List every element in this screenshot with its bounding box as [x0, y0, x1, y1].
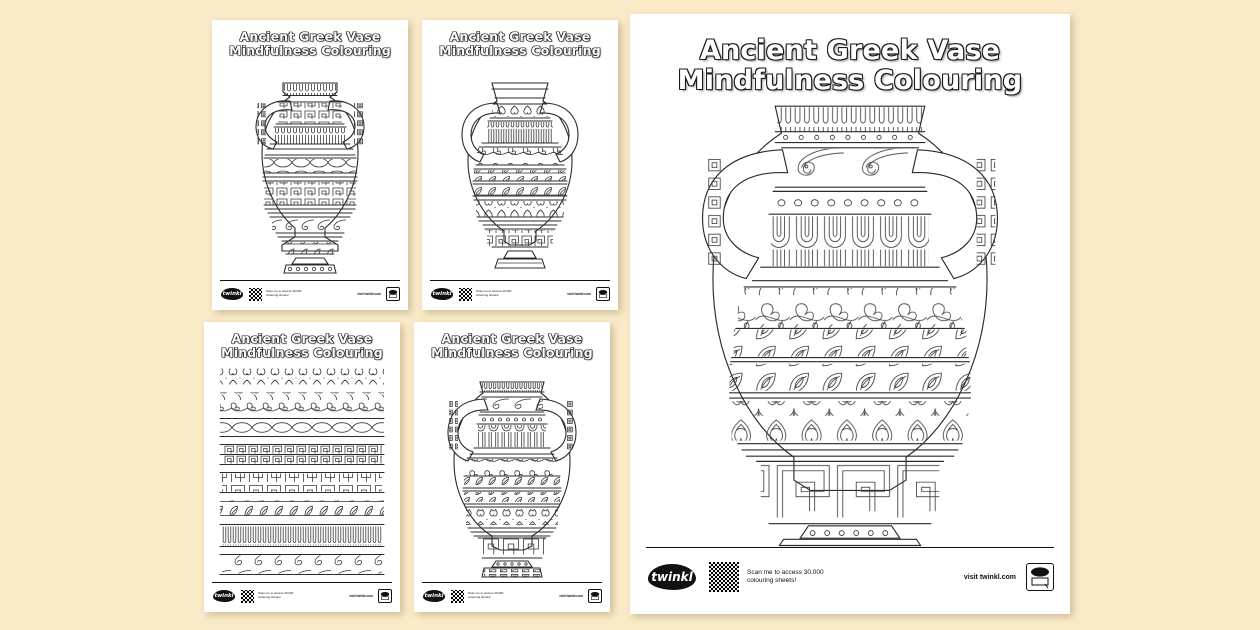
visit-twinkl-link[interactable]: visit twinkl.com [349, 594, 373, 598]
sheet-footer: twinkl Scan me to access 30,000 colourin… [212, 582, 392, 606]
thumbnail-sheet-2[interactable]: Ancient Greek Vase Mindfulness Colouring [422, 20, 618, 310]
twinkl-badge-icon [386, 287, 400, 301]
scan-line-1: Scan me to access 30,000 [476, 289, 512, 294]
hero-title: Ancient Greek Vase Mindfulness Colouring [630, 35, 1070, 97]
qr-code-icon[interactable] [708, 561, 740, 593]
visit-twinkl-link[interactable]: visit twinkl.com [559, 594, 583, 598]
thumbnail-sheet-3[interactable]: Ancient Greek Vase Mindfulness Colouring [204, 322, 400, 612]
twinkl-badge-icon [378, 589, 392, 603]
twinkl-badge-icon [596, 287, 610, 301]
thumbnail-sheet-1[interactable]: Ancient Greek Vase Mindfulness Colouring [212, 20, 408, 310]
scan-instruction-text: Scan me to access 30,000 colouring sheet… [476, 289, 512, 298]
sheet-title-line-2: Mindfulness Colouring [431, 345, 593, 360]
scan-instruction-text: Scan me to access 30,000 colouring sheet… [747, 569, 824, 585]
scan-instruction-text: Scan me to access 30,000 colouring sheet… [468, 591, 504, 600]
qr-code-icon[interactable] [450, 588, 465, 604]
vase-artwork-palmette-amphora [430, 60, 610, 280]
sheet-title: Ancient Greek Vase Mindfulness Colouring [422, 30, 618, 58]
twinkl-logo[interactable]: twinkl [423, 590, 445, 602]
scan-line-2: colouring sheets! [468, 595, 491, 599]
hero-title-line-2: Mindfulness Colouring [677, 65, 1023, 97]
scan-line-1: Scan me to access 30,000 [468, 591, 504, 596]
sheet-title-line-1: Ancient Greek Vase [239, 29, 381, 44]
sheet-title-line-1: Ancient Greek Vase [441, 331, 583, 346]
thumbnail-sheet-4[interactable]: Ancient Greek Vase Mindfulness Colouring [414, 322, 610, 612]
twinkl-logo[interactable]: twinkl [213, 590, 235, 602]
sheet-footer: twinkl Scan me to access 30,000 colourin… [220, 280, 400, 304]
sheet-title: Ancient Greek Vase Mindfulness Colouring [212, 30, 408, 58]
twinkl-logo[interactable]: twinkl [221, 288, 243, 300]
sheet-title: Ancient Greek Vase Mindfulness Colouring [204, 332, 400, 360]
hero-sheet-large-preview[interactable]: Ancient Greek Vase Mindfulness Colouring [630, 14, 1070, 614]
scan-instruction-text: Scan me to access 30,000 colouring sheet… [258, 591, 294, 600]
visit-twinkl-link[interactable]: visit twinkl.com [963, 573, 1016, 581]
scan-line-1: Scan me to access 30,000 [258, 591, 294, 596]
scan-line-2: colouring sheets! [258, 595, 281, 599]
twinkl-logo[interactable]: twinkl [648, 564, 696, 590]
sheet-title-line-2: Mindfulness Colouring [439, 43, 601, 58]
sheet-title-line-1: Ancient Greek Vase [449, 29, 591, 44]
scan-instruction-text: Scan me to access 30,000 colouring sheet… [266, 289, 302, 298]
pattern-border-strips-artwork [212, 362, 392, 582]
sheet-title: Ancient Greek Vase Mindfulness Colouring [414, 332, 610, 360]
scan-line-2: colouring sheets! [476, 293, 499, 297]
sheet-title-line-1: Ancient Greek Vase [231, 331, 373, 346]
qr-code-icon[interactable] [458, 286, 473, 302]
qr-code-icon[interactable] [240, 588, 255, 604]
qr-code-icon[interactable] [248, 286, 263, 302]
hero-footer: twinkl Scan me to access 30,000 colourin… [646, 547, 1054, 600]
sheet-footer: twinkl Scan me to access 30,000 colourin… [430, 280, 610, 304]
twinkl-badge-icon [588, 589, 602, 603]
scan-line-2: colouring sheets! [266, 293, 289, 297]
sheet-footer: twinkl Scan me to access 30,000 colourin… [422, 582, 602, 606]
twinkl-badge-icon [1026, 563, 1054, 591]
hero-vase-artwork [644, 100, 1056, 547]
sheet-title-line-2: Mindfulness Colouring [229, 43, 391, 58]
scan-line-1: Scan me to access 30,000 [266, 289, 302, 294]
vase-artwork-greek-key-amphora [220, 60, 400, 280]
twinkl-logo[interactable]: twinkl [431, 288, 453, 300]
scan-line-1: Scan me to access 30,000 [747, 568, 824, 576]
hero-title-line-1: Ancient Greek Vase [699, 35, 1001, 66]
visit-twinkl-link[interactable]: visit twinkl.com [567, 292, 591, 296]
scan-line-2: colouring sheets! [747, 577, 797, 584]
visit-twinkl-link[interactable]: visit twinkl.com [357, 292, 381, 296]
sheet-title-line-2: Mindfulness Colouring [221, 345, 383, 360]
vase-artwork-ivy-amphora [422, 362, 602, 582]
